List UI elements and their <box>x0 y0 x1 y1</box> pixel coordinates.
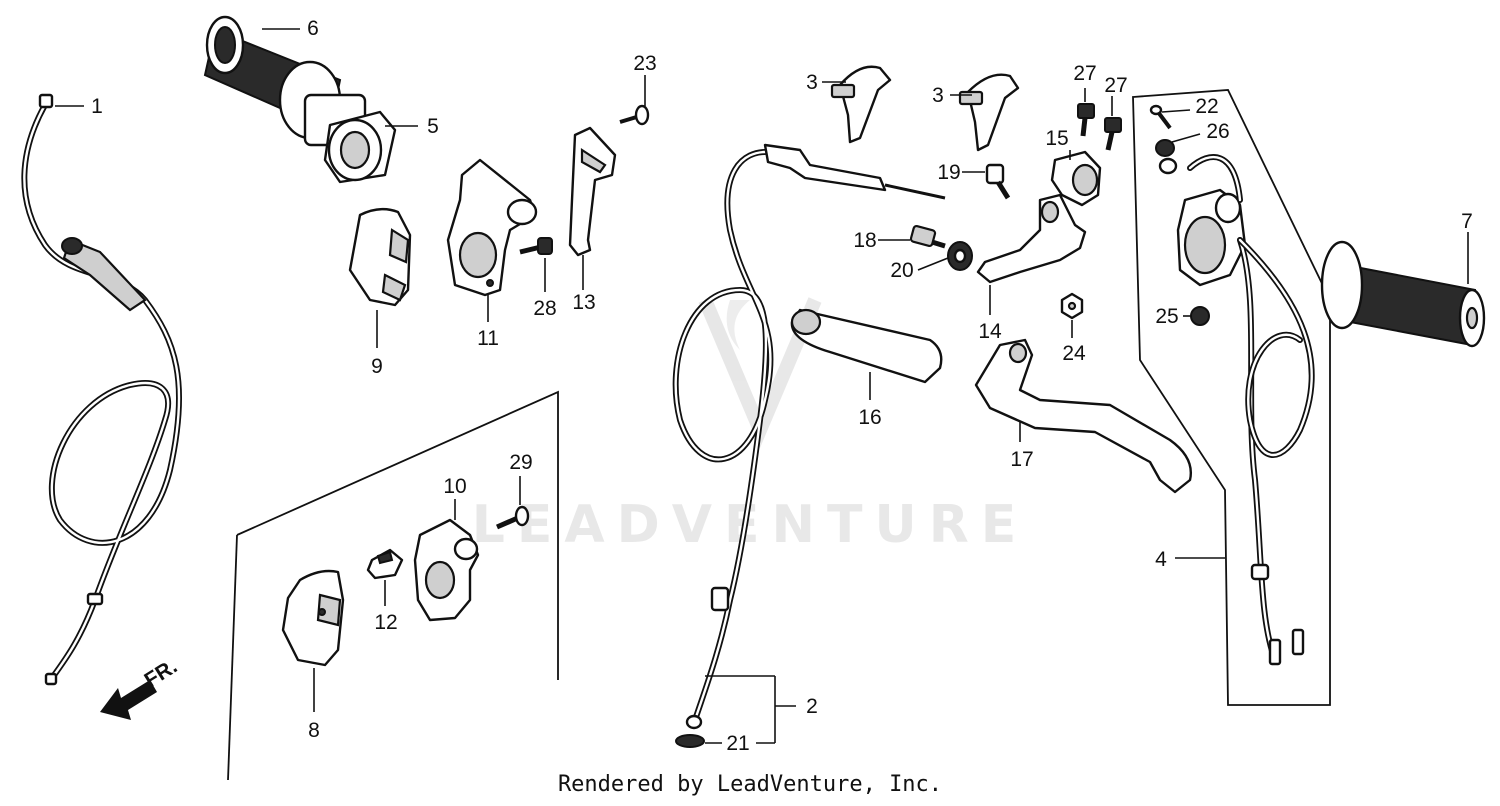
part-29-screw <box>496 505 530 530</box>
callout-1: 1 <box>91 95 103 118</box>
callout-15: 15 <box>1045 127 1068 150</box>
callout-14: 14 <box>978 320 1002 343</box>
part-3-cable-clamp-left <box>830 65 892 144</box>
callout-18: 18 <box>853 229 876 252</box>
callout-8: 8 <box>308 719 320 742</box>
part-13-cover-plate <box>568 126 617 257</box>
part-26-washer <box>1155 139 1178 175</box>
callout-26: 26 <box>1206 120 1229 143</box>
part-8-housing-half <box>281 569 345 667</box>
part-3-cable-clamp-right <box>958 73 1020 152</box>
part-4-kill-switch <box>1176 154 1315 666</box>
callout-12: 12 <box>374 611 397 634</box>
part-1-throttle-cable <box>21 93 183 686</box>
part-18-cable-adjuster <box>909 224 946 249</box>
part-14-lever-bracket <box>976 193 1087 284</box>
part-20-lock-nut <box>947 241 973 271</box>
part-15-bracket-clamp <box>1050 150 1102 207</box>
callout-29: 29 <box>509 451 532 474</box>
callout-2: 2 <box>806 695 818 718</box>
part-17-clutch-lever <box>974 338 1192 494</box>
part-11-switch-housing <box>446 158 538 297</box>
part-10-switch-housing <box>413 518 480 622</box>
callout-21: 21 <box>726 732 749 755</box>
callout-24: 24 <box>1062 342 1086 365</box>
callout-4: 4 <box>1155 548 1167 571</box>
part-24-nut <box>1060 292 1084 320</box>
part-5-throttle-collar <box>323 110 397 184</box>
part-22-screw <box>1149 104 1172 130</box>
callout-9: 9 <box>371 355 383 378</box>
part-2-clutch-cable <box>672 143 946 730</box>
callout-23: 23 <box>633 52 656 75</box>
part-21-cable-end <box>675 734 705 748</box>
callout-16: 16 <box>858 406 881 429</box>
rendered-by-credit: Rendered by LeadVenture, Inc. <box>557 772 943 797</box>
part-12-switch <box>366 548 404 580</box>
part-19-adjuster-bolt <box>985 163 1011 200</box>
callout-20: 20 <box>890 259 913 282</box>
part-27-bolt-left <box>1077 103 1095 137</box>
callout-22: 22 <box>1195 95 1218 118</box>
leader-lines <box>55 28 1469 744</box>
part-7-left-grip <box>1320 240 1486 348</box>
part-28-screw <box>519 237 553 255</box>
callout-10: 10 <box>443 475 466 498</box>
callout-27-left: 27 <box>1073 62 1096 85</box>
callout-labels: 1 6 5 9 11 28 13 23 29 10 12 8 3 3 18 19… <box>91 17 1473 755</box>
callout-11: 11 <box>477 327 499 350</box>
part-27-bolt-right <box>1104 117 1122 151</box>
part-23-screw <box>619 104 650 126</box>
part-9-housing-half <box>348 207 412 307</box>
callout-3-right: 3 <box>932 84 944 107</box>
callout-27-right: 27 <box>1104 74 1127 97</box>
callout-28: 28 <box>533 297 556 320</box>
part-25-nut <box>1190 306 1210 326</box>
callout-25: 25 <box>1155 305 1178 328</box>
callout-17: 17 <box>1010 448 1033 471</box>
part-16-lever-cover <box>790 308 943 384</box>
front-direction-arrow: FR. <box>100 655 181 720</box>
callout-6: 6 <box>307 17 319 40</box>
callout-7: 7 <box>1461 210 1473 233</box>
callout-13: 13 <box>572 291 595 314</box>
inset-frame <box>227 390 559 781</box>
part-6-throttle-grip <box>203 15 367 147</box>
callout-5: 5 <box>427 115 439 138</box>
part-4-switch-assembly-frame <box>1132 89 1331 706</box>
callout-19: 19 <box>937 161 960 184</box>
callout-3-left: 3 <box>806 71 818 94</box>
